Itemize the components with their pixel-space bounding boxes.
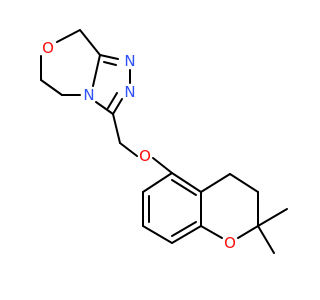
bond-c2-methyl-2 [257, 225, 275, 254]
bond-ch2-o-ether [119, 142, 138, 157]
bond-c4-c3 [229, 173, 259, 193]
bond-c-n-ring [95, 101, 114, 115]
bond-c-fused-n-top [99, 54, 119, 60]
bond-c2-methyl-1 [257, 208, 288, 227]
bond-n-ring-c-fused [92, 54, 101, 87]
atom-n-right: N [124, 83, 135, 101]
bond-c8-c8a [171, 225, 202, 244]
atom-n-top: N [124, 52, 135, 70]
bond-ch2-ch2 [40, 79, 63, 96]
bond-c8-c8a-double [171, 221, 197, 237]
atom-o-morpholine: O [42, 39, 54, 57]
bond-n-right-c-double [107, 92, 118, 109]
bond-c4a-c5 [171, 172, 202, 193]
bonds [40, 29, 288, 254]
bond-ch2-o-morph [56, 29, 81, 43]
atom-labels: O N N N O O [42, 39, 236, 252]
bond-c4a-c4 [200, 173, 231, 193]
bond-o-ether-c5 [152, 157, 173, 174]
atom-o-ether: O [139, 147, 151, 165]
bond-c-fused-n-top-double [103, 61, 117, 66]
bond-ch2-c-fused [79, 29, 101, 56]
bond-c-ch2-linker [112, 113, 121, 144]
bond-c2-o-chroman [237, 225, 259, 239]
atom-o-chroman: O [224, 234, 236, 252]
bond-o-chroman-c8a [200, 225, 223, 239]
molecule-diagram: O N N N O O [40, 29, 288, 254]
atom-n-ring: N [83, 86, 94, 104]
bond-c4a-c5-double [171, 179, 197, 196]
bond-n-right-c [112, 98, 123, 115]
bond-c7-c8 [142, 225, 173, 244]
bond-c5-c6 [142, 172, 173, 193]
